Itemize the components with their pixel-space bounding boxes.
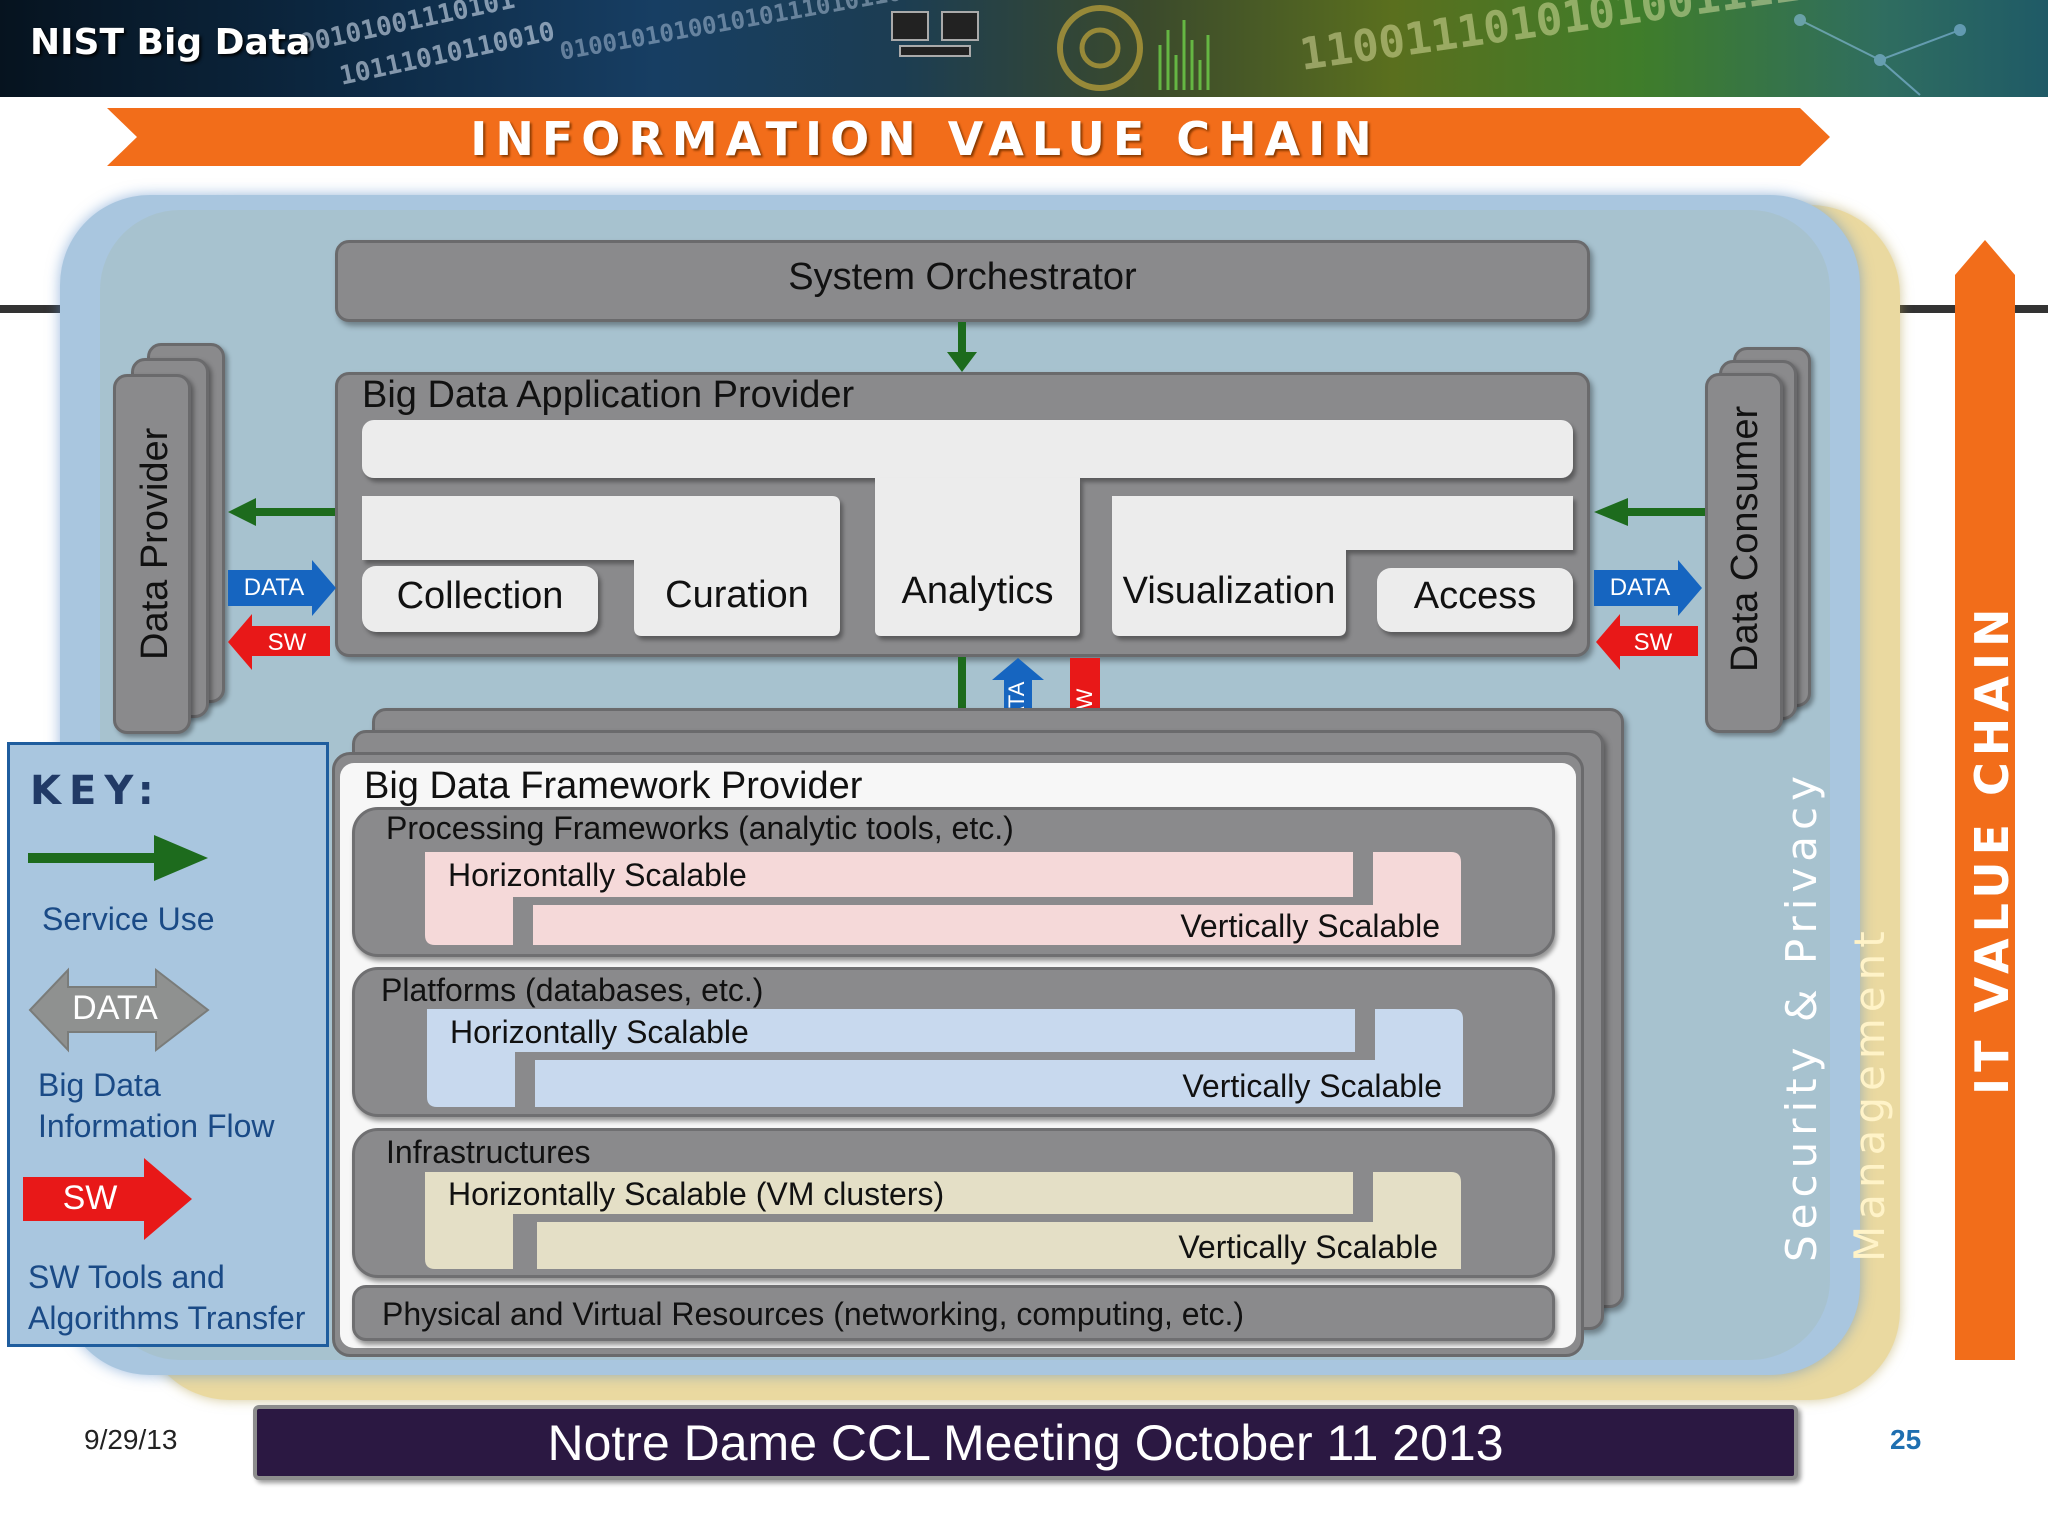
- header-banner: 00101001110101 10111010110010 0100101010…: [0, 0, 2048, 97]
- vertically-scalable-label: Vertically Scalable: [1178, 1229, 1438, 1265]
- key-sw-transfer-label-2: Algorithms Transfer: [28, 1300, 306, 1336]
- key-sw-transfer-label-1: SW Tools and: [28, 1259, 225, 1295]
- it-value-chain-arrow: [1955, 240, 2015, 1360]
- platforms-scalability-graphic: [427, 1009, 1463, 1107]
- key-data-label: DATA: [72, 989, 158, 1027]
- analytics-label: Analytics: [901, 570, 1054, 612]
- application-steps-graphic: [362, 420, 1573, 636]
- data-flow-label: DATA: [243, 574, 305, 601]
- page-number: 25: [1890, 1424, 1922, 1455]
- physical-virtual-resources-label: Physical and Virtual Resources (networki…: [382, 1296, 1245, 1332]
- information-value-chain-arrow: [107, 108, 1830, 166]
- processing-scalability-graphic: [425, 852, 1461, 945]
- vertically-scalable-label: Vertically Scalable: [1180, 908, 1440, 944]
- curation-label: Curation: [665, 574, 809, 616]
- processing-frameworks-label: Processing Frameworks (analytic tools, e…: [386, 810, 1014, 846]
- system-orchestrator-label: System Orchestrator: [788, 256, 1137, 298]
- framework-provider-label: Big Data Framework Provider: [364, 765, 863, 807]
- security-privacy-label: Security & Privacy: [1777, 770, 1826, 1262]
- infrastructures-label: Infrastructures: [386, 1134, 591, 1170]
- visualization-label: Visualization: [1122, 570, 1336, 612]
- horizontally-scalable-label: Horizontally Scalable: [448, 857, 747, 893]
- flow-arrows-graphic: [228, 322, 1705, 760]
- data-flow-label: DATA: [1609, 574, 1671, 601]
- horizontally-scalable-label: Horizontally Scalable: [450, 1014, 749, 1050]
- banner-title: NIST Big Data: [30, 22, 311, 63]
- access-label: Access: [1413, 575, 1537, 617]
- key-service-use-label: Service Use: [42, 901, 215, 937]
- information-value-chain-label: INFORMATION VALUE CHAIN: [470, 112, 1380, 166]
- sw-flow-label: SW: [1633, 629, 1673, 656]
- footer-title: Notre Dame CCL Meeting October 11 2013: [547, 1415, 1504, 1471]
- key-title: KEY:: [30, 768, 162, 814]
- application-provider-label: Big Data Application Provider: [362, 374, 855, 416]
- key-sw-label: SW: [62, 1179, 118, 1217]
- key-info-flow-label-1: Big Data: [38, 1067, 161, 1103]
- divider-line: [1850, 305, 2048, 313]
- platforms-label: Platforms (databases, etc.): [381, 972, 764, 1008]
- collection-label: Collection: [396, 575, 564, 617]
- data-consumer-card: [1705, 373, 1783, 733]
- physical-virtual-resources-tier: [352, 1285, 1555, 1341]
- key-arrows-graphic: [28, 835, 210, 1053]
- horizontally-scalable-label: Horizontally Scalable (VM clusters): [448, 1176, 945, 1212]
- banner-decoration-graphic: [891, 5, 1966, 96]
- key-sw-arrow-graphic: [23, 1158, 192, 1240]
- management-label: Management: [1845, 925, 1894, 1262]
- footer-title-bar: [253, 1405, 1798, 1480]
- infrastructures-scalability-graphic: [425, 1172, 1461, 1269]
- data-provider-card: [113, 374, 191, 734]
- sw-flow-label: SW: [267, 629, 307, 656]
- vertically-scalable-label: Vertically Scalable: [1182, 1068, 1442, 1104]
- key-info-flow-label-2: Information Flow: [38, 1108, 275, 1144]
- collection-step: [362, 566, 598, 632]
- system-orchestrator-box: [335, 240, 1590, 322]
- access-step: [1377, 568, 1573, 632]
- footer-date: 9/29/13: [84, 1424, 178, 1455]
